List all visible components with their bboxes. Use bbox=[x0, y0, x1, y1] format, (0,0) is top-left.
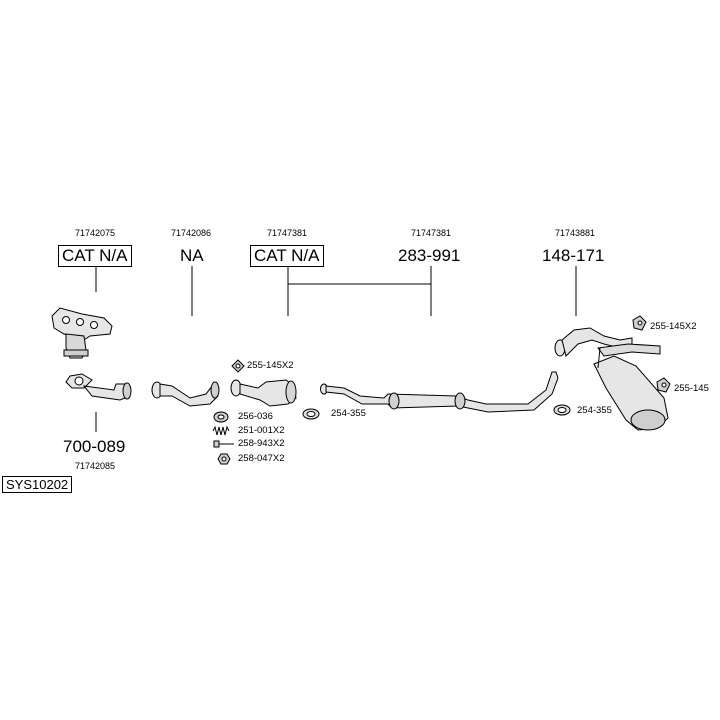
callout-rear-silencer: 148-171 bbox=[542, 246, 605, 265]
label-bolt: 258-943X2 bbox=[238, 438, 285, 449]
clamp-rear-icon bbox=[553, 404, 571, 416]
label-rubber-top: 255-145X2 bbox=[650, 321, 697, 332]
label-rubber-right: 255-145 bbox=[674, 383, 709, 394]
clamp-icon bbox=[302, 408, 320, 420]
front-pipe bbox=[151, 381, 220, 407]
label-gasket-ring: 256-036 bbox=[238, 411, 273, 422]
label-gasket: 255-145X2 bbox=[247, 360, 294, 371]
gasket-ring-icon bbox=[213, 411, 229, 423]
rear-silencer bbox=[554, 327, 669, 431]
label-nut: 258-047X2 bbox=[238, 453, 285, 464]
rubber-mount-icon bbox=[632, 315, 647, 331]
oem-number-down-pipe: 71742085 bbox=[75, 461, 116, 471]
oem-number-front-pipe: 71742086 bbox=[171, 228, 212, 238]
oem-number-catalyst: 71747381 bbox=[267, 228, 308, 238]
label-clamp-mid: 254-355 bbox=[331, 408, 366, 419]
system-code: SYS10202 bbox=[2, 476, 73, 493]
oem-number-middle-silencer: 71747381 bbox=[411, 228, 452, 238]
callout-middle-silencer: 283-991 bbox=[398, 246, 461, 265]
callout-front-pipe: NA bbox=[180, 246, 204, 265]
callout-catalyst: CAT N/A bbox=[250, 245, 324, 267]
bolt-icon bbox=[213, 440, 234, 448]
rubber-mount-right-icon bbox=[656, 377, 671, 393]
exhaust-manifold bbox=[51, 307, 113, 359]
oem-number-rear-silencer: 71743881 bbox=[555, 228, 596, 238]
gasket-icon bbox=[231, 359, 245, 373]
nut-icon bbox=[217, 453, 231, 465]
spring-icon bbox=[212, 425, 230, 436]
callout-manifold: CAT N/A bbox=[58, 245, 132, 267]
down-pipe bbox=[65, 373, 132, 401]
oem-number-manifold: 71742075 bbox=[75, 228, 116, 238]
label-clamp-rear: 254-355 bbox=[577, 405, 612, 416]
label-spring: 251-001X2 bbox=[238, 425, 285, 436]
catalytic-converter bbox=[230, 379, 297, 407]
callout-down-pipe: 700-089 bbox=[63, 437, 126, 456]
middle-silencer bbox=[320, 371, 559, 413]
